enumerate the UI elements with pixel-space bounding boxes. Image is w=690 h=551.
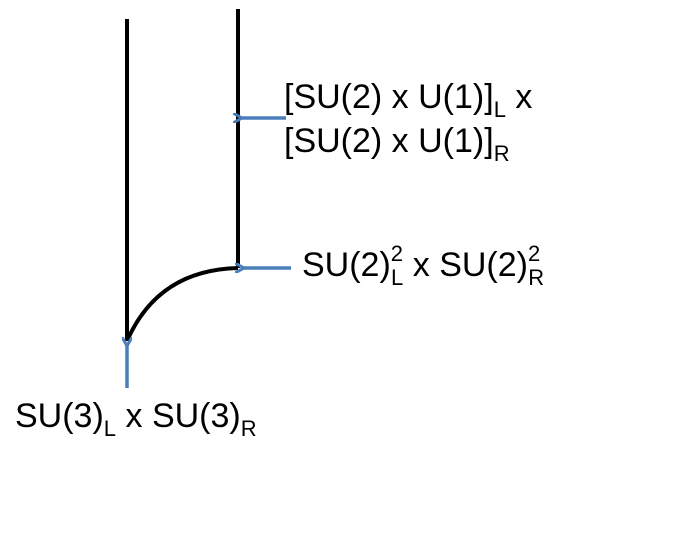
mid-sub1: L: [391, 265, 404, 290]
bottom-part2: x SU(3): [116, 397, 241, 435]
mid-sub2: R: [528, 265, 545, 290]
mid-sup1: 2: [390, 241, 404, 266]
mid-part1: SU(2): [302, 246, 391, 284]
bottom-part1: SU(3): [15, 397, 104, 435]
bottom-sub2: R: [240, 416, 257, 441]
label-su2-squared: SU(2)2L x SU(2)2R: [302, 243, 544, 289]
top-line2-sub: R: [493, 141, 510, 166]
top-line2: [SU(2) x U(1)]R: [284, 121, 532, 165]
top-line1-main: [SU(2) x U(1)]: [284, 78, 494, 116]
top-line2-main: [SU(2) x U(1)]: [284, 122, 494, 160]
branch-curve: [125, 266, 239, 342]
mid-part2: x SU(2): [403, 246, 528, 284]
label-su3-chiral: SU(3)L x SU(3)R: [15, 396, 257, 440]
top-line1-sub: L: [493, 97, 506, 122]
top-line1: [SU(2) x U(1)]L x: [284, 78, 533, 121]
top-line1-tail: x: [505, 78, 533, 116]
label-electroweak-chiral: [SU(2) x U(1)]L x [SU(2) x U(1)]R: [284, 77, 533, 165]
bottom-sub1: L: [103, 416, 117, 441]
mid-sup2: 2: [527, 241, 541, 266]
